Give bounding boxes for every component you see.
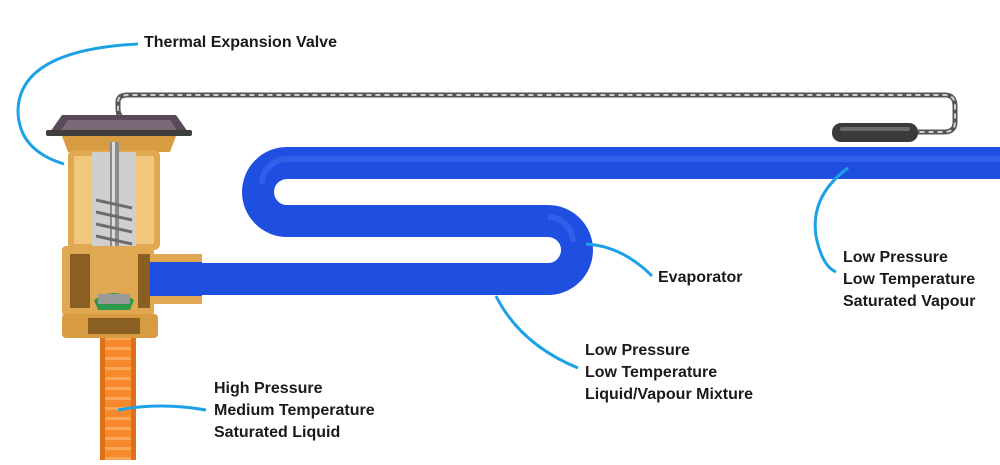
label-thermal-expansion-valve: Thermal Expansion Valve	[144, 34, 337, 51]
label-evaporator: Evaporator	[658, 269, 743, 286]
outlet-temperature: Low Temperature	[843, 271, 976, 288]
mixture-temperature: Low Temperature	[585, 364, 718, 381]
inlet-phase: Saturated Liquid	[214, 424, 341, 441]
inlet-pressure: High Pressure	[214, 380, 323, 397]
leader-line-outlet	[813, 166, 849, 274]
label-evaporator-state: Low Pressure Low Temperature Liquid/Vapo…	[585, 340, 753, 406]
leader-line-inlet	[117, 404, 207, 412]
leader-line-evaporator	[585, 242, 654, 278]
leader-line-mixture	[494, 295, 579, 370]
outlet-pressure: Low Pressure	[843, 249, 948, 266]
capillary-tube	[115, 92, 958, 135]
label-inlet-state: High Pressure Medium Temperature Saturat…	[214, 378, 375, 444]
mixture-phase: Liquid/Vapour Mixture	[585, 386, 754, 403]
leader-line-valve	[16, 42, 139, 166]
capillary-tube-highlight	[117, 94, 956, 133]
inlet-temperature: Medium Temperature	[214, 402, 375, 419]
liquid-line	[100, 320, 136, 460]
label-outlet-state: Low Pressure Low Temperature Saturated V…	[843, 247, 975, 313]
expansion-valve	[46, 115, 202, 338]
sensing-bulb	[832, 123, 918, 142]
mixture-pressure: Low Pressure	[585, 342, 690, 359]
outlet-phase: Saturated Vapour	[843, 293, 976, 310]
